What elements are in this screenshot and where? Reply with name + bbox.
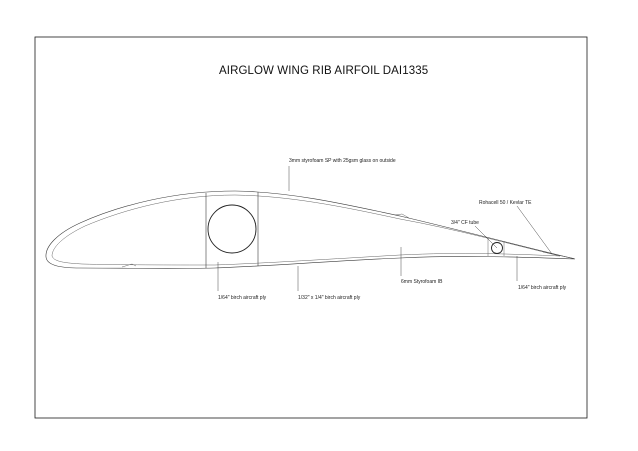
label-styrofoam: 6mm Styrofoam IB <box>401 279 443 285</box>
label-ply-strip: 1/32" x 1/4" birch aircraft ply <box>298 295 361 301</box>
label-skin: 3mm styrofoam SP with 25gsm glass on out… <box>289 158 396 164</box>
airfoil-inner-skin <box>51 194 561 266</box>
trailing-edge-insert <box>542 251 575 259</box>
spar-tube-hole <box>207 204 257 254</box>
leader-te <box>516 205 553 255</box>
upper-ply-tick <box>394 213 410 219</box>
label-cf-tube: 3/4" CF tube <box>451 220 479 226</box>
drawing-title: AIRGLOW WING RIB AIRFOIL DAI1335 <box>219 65 428 77</box>
leader-cf-tube <box>474 225 498 249</box>
lower-ply-tick <box>121 263 137 268</box>
label-te: Rohacell 50 / Kevlar TE <box>479 200 532 206</box>
label-ply-right: 1/64" birch aircraft ply <box>518 285 567 291</box>
airfoil-outer-skin <box>45 190 576 269</box>
drawing-border <box>34 36 588 419</box>
label-ply-left: 1/64" birch aircraft ply <box>218 295 267 301</box>
